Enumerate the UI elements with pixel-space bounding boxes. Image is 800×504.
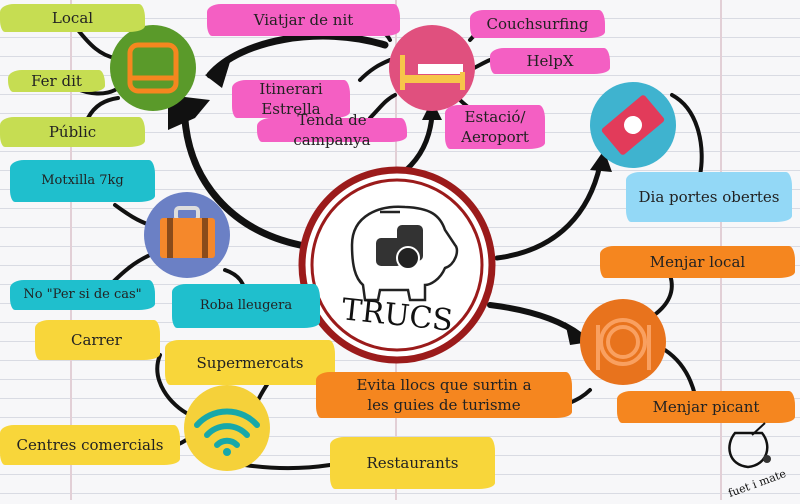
label-aeroport: Aeroport — [461, 128, 529, 146]
label-roba-lleugera: Roba lleugera — [172, 284, 320, 328]
wifi-node — [184, 385, 270, 471]
plate-node — [580, 299, 666, 385]
label-couchsurfing: Couchsurfing — [470, 10, 605, 38]
wifi-icon — [194, 408, 260, 448]
label-evita-line1: Evita llocs que surtin a — [356, 376, 532, 394]
arrowhead — [205, 62, 230, 88]
label-itinerari-estrella: Itinerari Estrella — [232, 80, 350, 118]
label-dia-portes-obertes: Dia portes obertes — [626, 172, 792, 222]
plate-icon — [596, 318, 651, 370]
label-menjar-picant: Menjar picant — [617, 391, 795, 423]
center-node: TRUCS — [298, 166, 496, 364]
label-estacio-aeroport: Estació/ Aeroport — [445, 105, 545, 149]
arrowhead — [168, 95, 210, 130]
label-viatjar-de-nit: Viatjar de nit — [207, 4, 400, 36]
suitcase-node — [144, 192, 230, 278]
arrow-to-bus — [181, 116, 304, 249]
label-fer-dit: Fer dit — [8, 70, 105, 92]
label-menjar-local: Menjar local — [600, 246, 795, 278]
arrowhead — [590, 150, 612, 172]
label-motxilla: Motxilla 7kg — [10, 160, 155, 202]
coins-icon — [376, 225, 423, 270]
ticket-node — [590, 82, 676, 168]
bus-icon — [127, 42, 179, 94]
brand-logo: fuet i mate — [720, 415, 795, 500]
arrow-to-ticket — [494, 162, 603, 261]
label-per-si-de-cas: No "Per si de cas" — [10, 280, 155, 310]
label-evita-llocs: Evita llocs que surtin a les guies de tu… — [316, 372, 572, 418]
mate-cup-icon: fuet i mate — [727, 422, 788, 500]
label-supermercats: Supermercats — [165, 340, 335, 385]
bus-node — [110, 25, 196, 111]
arrow-to-bus-top — [206, 32, 389, 79]
bed-node — [389, 25, 475, 111]
label-evita-line2: les guies de turisme — [367, 396, 521, 414]
label-public: Públic — [0, 117, 145, 147]
label-estrella: Estrella — [261, 100, 321, 118]
label-carrer: Carrer — [35, 320, 160, 360]
ticket-icon — [601, 95, 665, 155]
bed-icon — [400, 55, 465, 90]
label-centres-comercials: Centres comercials — [0, 425, 180, 465]
suitcase-icon — [160, 206, 215, 258]
margin-line — [70, 0, 72, 500]
piggy-bank-icon — [350, 205, 459, 302]
label-itinerari: Itinerari — [259, 80, 323, 98]
arrow-to-plate — [487, 302, 583, 338]
label-tenda-de-campanya: Tenda de campanya — [257, 111, 407, 149]
label-restaurants: Restaurants — [330, 437, 495, 489]
label-helpx: HelpX — [490, 48, 610, 74]
label-estacio: Estació/ — [464, 108, 526, 126]
label-local: Local — [0, 4, 145, 32]
brand-text: fuet i mate — [727, 467, 788, 500]
